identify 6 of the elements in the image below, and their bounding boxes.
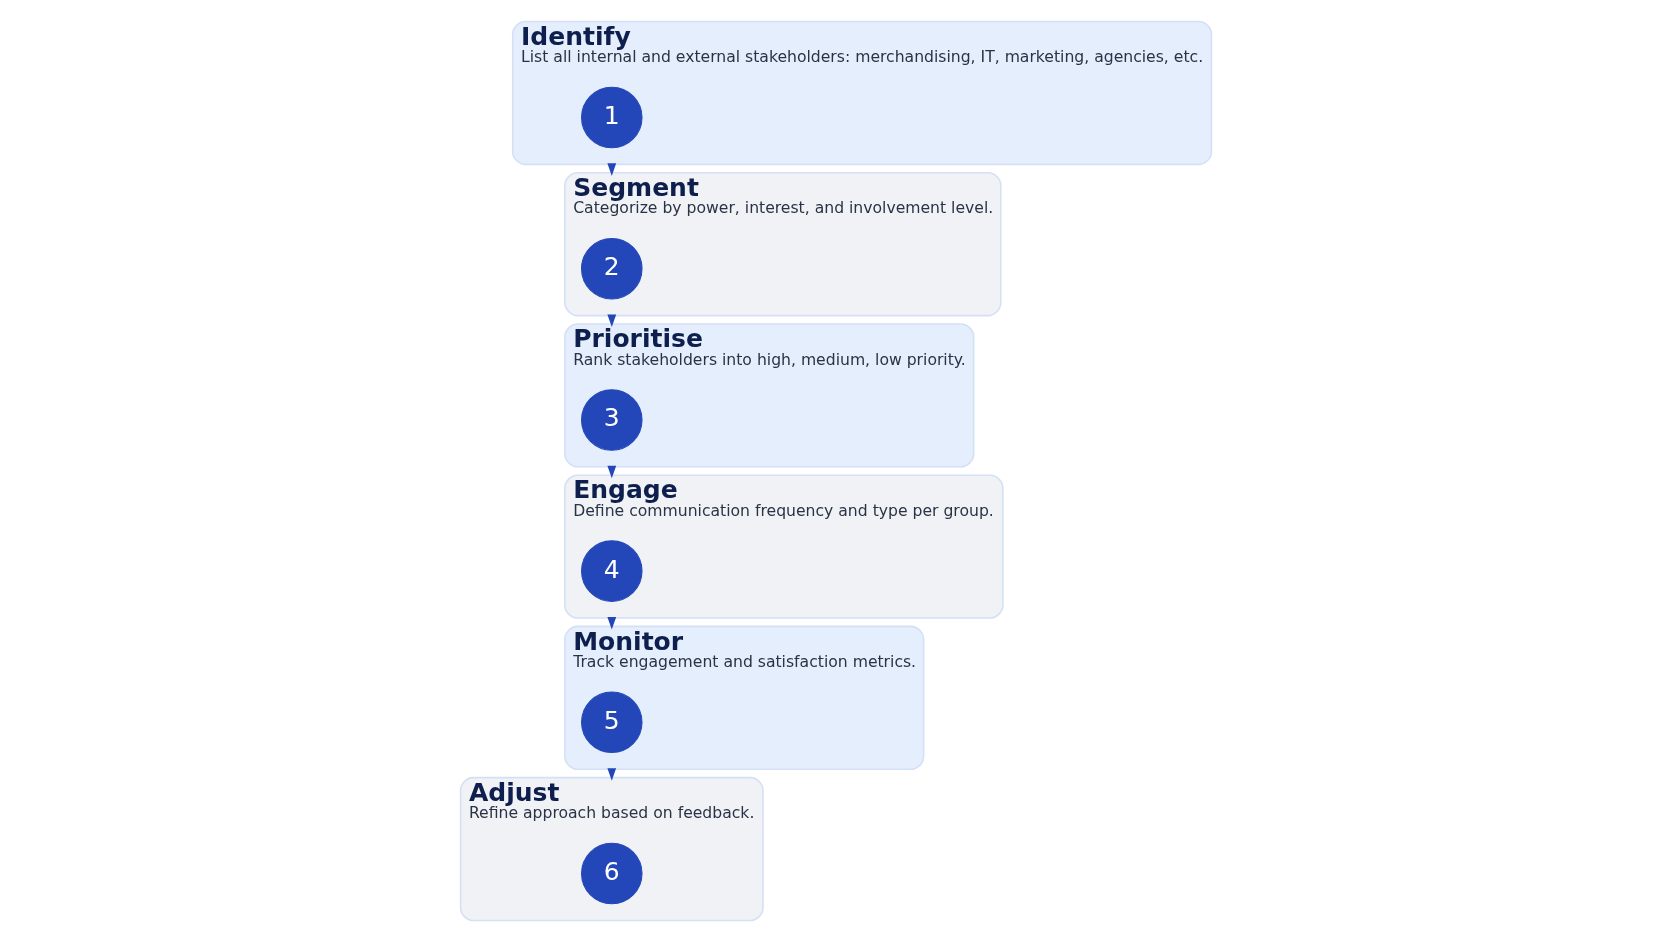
node-circle: 4 bbox=[581, 539, 643, 602]
node-circle: 2 bbox=[581, 237, 643, 299]
node-circle: 1 bbox=[581, 86, 643, 148]
node-circle: 5 bbox=[581, 691, 643, 753]
node-circle: 3 bbox=[581, 388, 643, 451]
node-circle: 6 bbox=[581, 842, 643, 904]
